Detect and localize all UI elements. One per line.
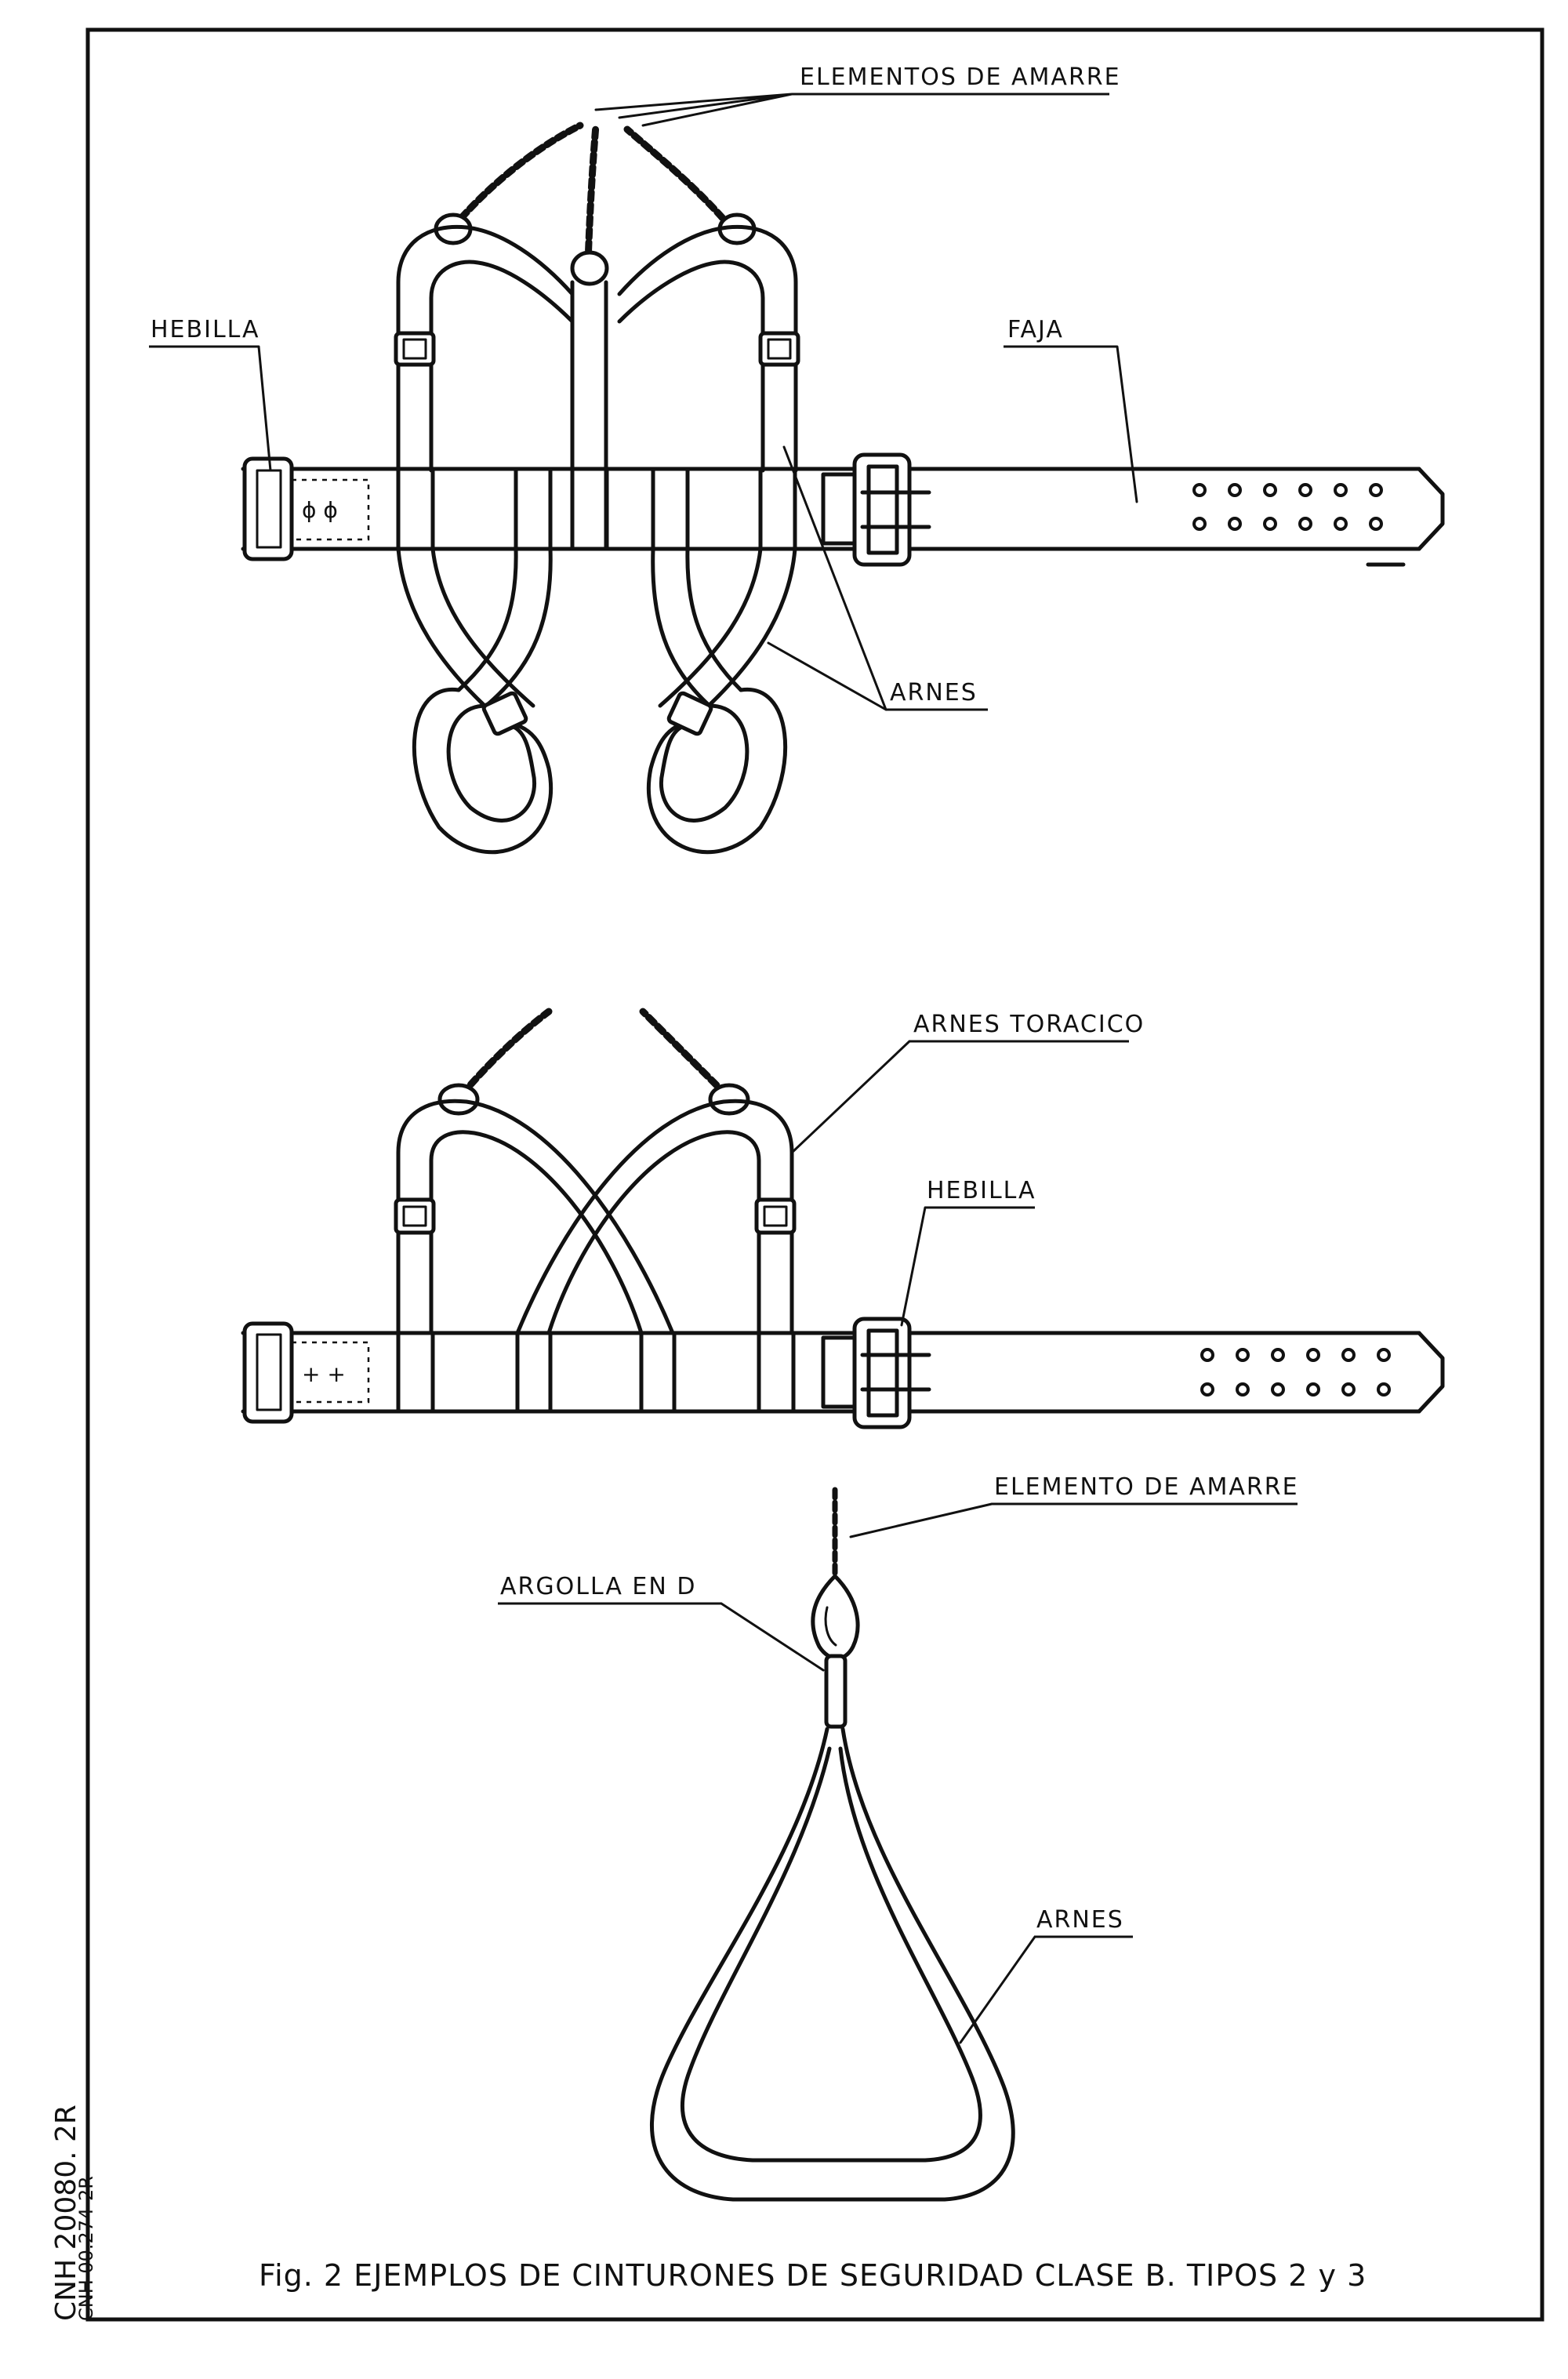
- leader-hebilla-1: [257, 345, 272, 472]
- harness-strap-left-outer: [396, 224, 575, 473]
- lanyard-chain-center: [584, 122, 600, 267]
- leg-strap-right-c: [651, 547, 712, 708]
- chest-belt-holes-row-2: [1200, 1382, 1391, 1397]
- label-elementos-de-amarre: ELEMENTOS DE AMARRE: [800, 64, 1121, 91]
- chest-strap-buckle-right: [754, 1197, 797, 1235]
- leg-strap-right-a: [689, 547, 797, 724]
- chest-strap-right-inner: [546, 1130, 761, 1335]
- leg-strap-right-d: [685, 547, 743, 692]
- chest-chain-right: [639, 1008, 729, 1098]
- harness-loop-outer: [650, 1727, 1015, 2202]
- leg-loop-right-outer: [647, 687, 788, 855]
- suspension-harness-type-3: ELEMENTO DE AMARRE ARGOLLA EN D ARNES: [498, 1473, 1299, 2202]
- label-argolla-en-d: ARGOLLA EN D: [500, 1573, 696, 1600]
- leg-strap-left-d: [456, 547, 518, 692]
- leg-strap-left-a: [396, 547, 504, 724]
- leg-strap-left-c: [484, 547, 553, 708]
- chest-belt-loop-1: [396, 1331, 435, 1414]
- label-hebilla-2: HEBILLA: [927, 1177, 1036, 1204]
- leg-strap-right-b: [658, 547, 763, 708]
- leader-arnes-2: [959, 1935, 1036, 2044]
- label-faja: FAJA: [1007, 316, 1064, 343]
- belt-loop-3: [570, 467, 609, 551]
- harness-loop-inner: [681, 1746, 982, 2163]
- leg-buckle-left: [481, 691, 528, 736]
- side-code-primary: CNH 20080. 2R: [50, 2105, 82, 2321]
- lanyard-chain-left: [449, 122, 584, 231]
- belt-loop-1: [396, 467, 435, 551]
- leader-arnes-1: [767, 445, 887, 711]
- leader-elementos-de-amarre: [594, 93, 793, 127]
- svg-text:ϕ ϕ: ϕ ϕ: [302, 497, 338, 523]
- leg-buckle-right: [666, 691, 713, 736]
- chest-belt-loop-3: [639, 1331, 677, 1414]
- leg-strap-left-b: [430, 547, 535, 708]
- harness-strap-left-inner: [429, 260, 575, 473]
- chest-belt-end-buckle: [242, 1321, 294, 1424]
- chest-strap-left-outer: [396, 1099, 675, 1335]
- chest-belt-tip: [1417, 1331, 1445, 1414]
- side-code-secondary: CNH 00.274-2R: [75, 2176, 97, 2321]
- chest-strap-buckle-left: [394, 1197, 436, 1235]
- svg-text:+ +: + +: [302, 1361, 346, 1387]
- figure-frame: [85, 27, 1544, 2322]
- strap-buckle-left: [394, 331, 436, 367]
- strap-buckle-right: [758, 331, 800, 367]
- leg-loop-left-inner: [446, 703, 536, 823]
- label-arnes-toracico: ARNES TORACICO: [913, 1011, 1145, 1038]
- belt-loop-4: [651, 467, 690, 551]
- leader-faja: [1116, 345, 1138, 503]
- lanyard-chain-right: [623, 125, 735, 231]
- leader-argolla-en-d: [720, 1602, 825, 1672]
- belt-holes-row-2: [1192, 517, 1383, 531]
- belt-keeper: [821, 472, 857, 546]
- chest-strap-left-inner: [429, 1130, 644, 1335]
- belt-with-harness-type-2: ϕ ϕ: [149, 64, 1445, 855]
- chest-belt-keeper: [821, 1335, 857, 1409]
- belt-with-chest-harness: + + ARNES TORACICO HEBILLA: [241, 1008, 1445, 1429]
- chest-belt-loop-4: [757, 1331, 796, 1414]
- leader-hebilla-2: [900, 1206, 927, 1327]
- chest-strap-right-outer: [515, 1099, 794, 1335]
- figure-caption: Fig. 2 EJEMPLOS DE CINTURONES DE SEGURID…: [259, 2258, 1367, 2293]
- leg-loop-right-inner: [659, 703, 750, 823]
- waist-belt-tip: [1417, 467, 1445, 551]
- label-elemento-de-amarre: ELEMENTO DE AMARRE: [994, 1473, 1299, 1501]
- leader-arnes-toracico: [790, 1040, 911, 1154]
- leg-loop-left-outer: [412, 687, 553, 855]
- label-hebilla-1: HEBILLA: [151, 316, 260, 343]
- belt-loop-2: [514, 467, 553, 551]
- harness-strap-right-inner: [617, 260, 765, 473]
- leader-elemento-de-amarre: [849, 1502, 993, 1538]
- harness-strap-right-outer: [617, 224, 798, 473]
- belt-loop-5: [758, 467, 797, 551]
- label-arnes-1: ARNES: [890, 679, 978, 706]
- chest-belt-loop-2: [515, 1331, 553, 1414]
- chest-belt-holes-row-1: [1200, 1348, 1391, 1362]
- d-ring-center: [570, 250, 609, 286]
- belt-holes-row-1: [1192, 483, 1383, 497]
- d-ring-connector: [824, 1654, 848, 1729]
- label-arnes-2: ARNES: [1036, 1906, 1124, 1934]
- chest-chain-left: [459, 1008, 553, 1098]
- belt-end-buckle-left: [242, 456, 294, 561]
